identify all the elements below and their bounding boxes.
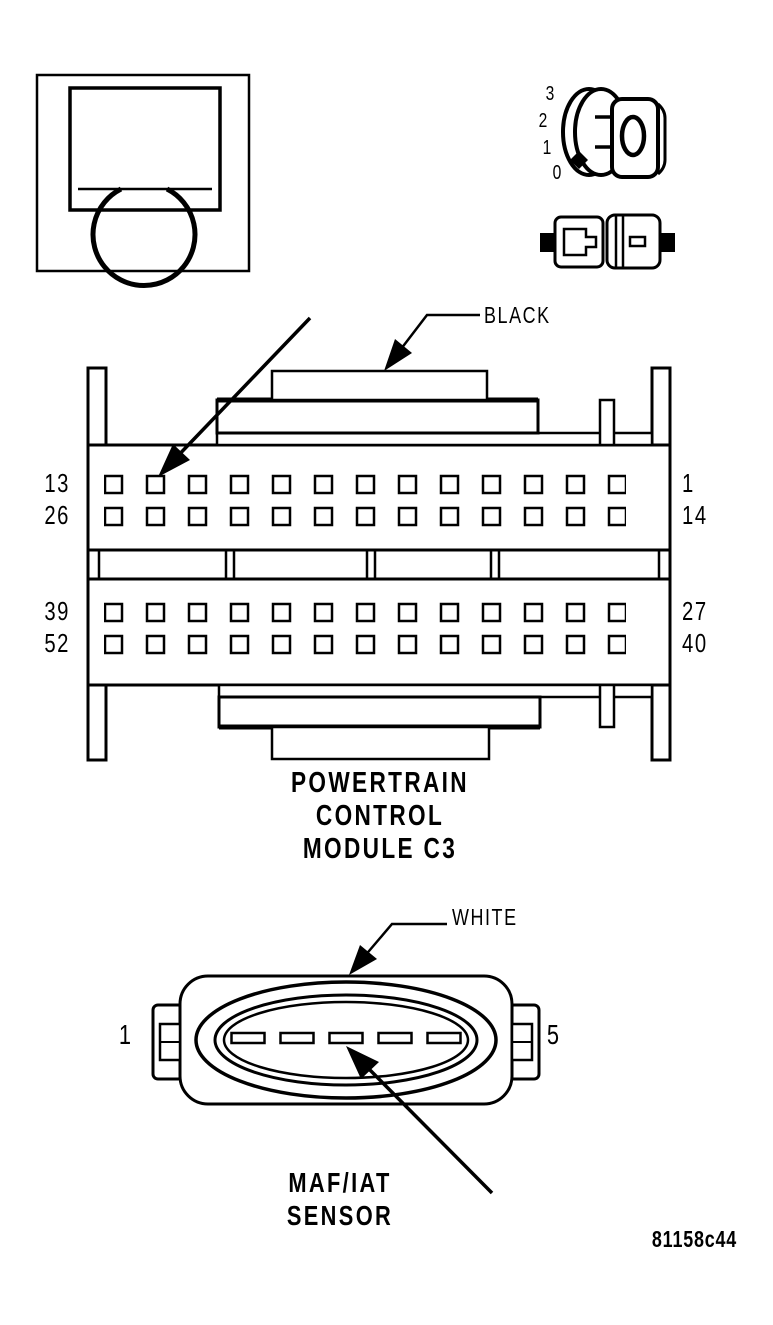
pcm-ear-bottom-left (86, 683, 108, 762)
pcm-pin-label-27: 27 (682, 596, 708, 626)
pcm-pin-label-1: 1 (682, 468, 695, 498)
pcm-top-key (598, 398, 616, 447)
arrowhead-icon (346, 1046, 379, 1079)
arrowhead-icon (158, 444, 190, 477)
pcm-ear-top-right (650, 366, 672, 447)
range-dial-icon (561, 87, 667, 179)
pcm-pin-field-top (104, 474, 626, 538)
arrowhead-icon (349, 945, 377, 975)
pcm-pin-label-26: 26 (44, 500, 70, 530)
pcm-top-tab (270, 369, 489, 402)
pcm-pin-label-13: 13 (44, 468, 70, 498)
maf-pin-label-5: 5 (546, 1019, 560, 1050)
pcm-ear-top-left (86, 366, 108, 447)
pcm-title-line-3: MODULE C3 (302, 833, 458, 865)
dial-number-3: 3 (545, 83, 555, 105)
pcm-title-line-1: POWERTRAIN (291, 767, 469, 799)
pcm-bottom-key (598, 683, 616, 729)
pcm-title-line-2: CONTROL (315, 800, 445, 832)
pcm-pin-label-40: 40 (682, 628, 708, 658)
pcm-title: POWERTRAIN CONTROL MODULE C3 (255, 767, 505, 866)
dial-number-2: 2 (538, 110, 548, 132)
maf-pin-blades (230, 1031, 462, 1045)
figure-code: 81158c44 (651, 1226, 737, 1252)
pcm-pin-label-14: 14 (682, 500, 708, 530)
maf-pin-arrow (346, 1046, 494, 1195)
dial-pointer-icon (570, 151, 588, 169)
pcm-top-latch (215, 398, 540, 435)
pcm-middle-band (86, 548, 672, 581)
arrowhead-icon (384, 339, 412, 371)
pcm-connector (86, 366, 672, 762)
maf-color-leader-arrow (349, 922, 447, 975)
dial-number-1: 1 (542, 137, 552, 159)
pcm-color-leader-arrow (384, 313, 480, 371)
omega-symbol (90, 186, 198, 289)
pcm-pin-arrow (158, 316, 312, 477)
maf-title: MAF/IAT SENSOR (215, 1166, 465, 1232)
pcm-pin-label-52: 52 (44, 628, 70, 658)
dial-number-0: 0 (552, 162, 562, 184)
pcm-pin-field-bottom (104, 602, 626, 666)
ohmmeter-icon (35, 73, 251, 289)
maf-color-label: WHITE (452, 904, 518, 930)
maf-title-line-1: MAF/IAT (288, 1167, 392, 1198)
pcm-ear-bottom-right (650, 683, 672, 762)
pcm-color-label: BLACK (484, 302, 551, 328)
pcm-bottom-latch (217, 695, 542, 729)
maf-title-line-2: SENSOR (286, 1200, 394, 1231)
pcm-bottom-tab (270, 725, 491, 761)
terminal-adapter-icon (540, 213, 675, 270)
maf-connector (151, 974, 541, 1106)
maf-pin-label-1: 1 (118, 1019, 132, 1050)
pcm-pin-label-39: 39 (44, 596, 70, 626)
